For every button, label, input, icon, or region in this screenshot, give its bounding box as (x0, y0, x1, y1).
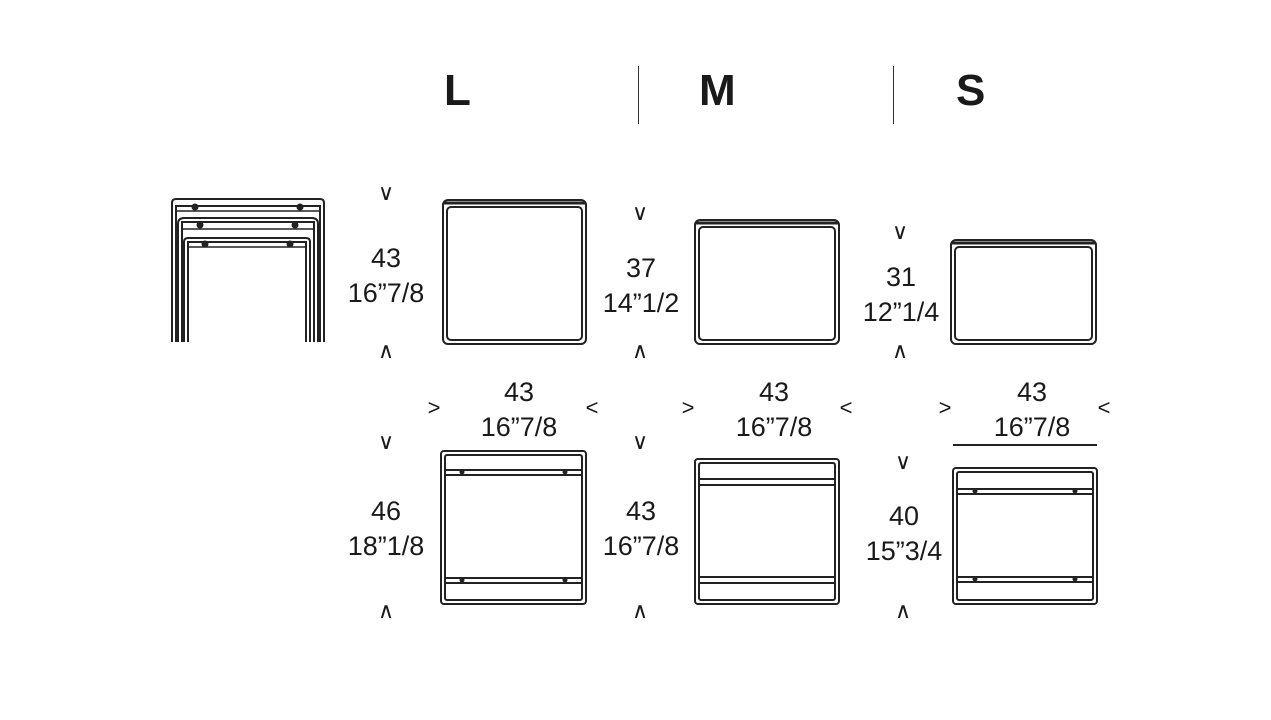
depth-l-in: 18”1/8 (347, 531, 425, 561)
table-l-top-drawing (440, 450, 587, 605)
size-label-l: L (444, 66, 471, 115)
height-s-cm: 31 (885, 262, 917, 292)
width-l-cm: 43 (503, 377, 535, 407)
width-dim-m: 43 16”7/8 (719, 375, 829, 445)
depth-m-in: 16”7/8 (602, 531, 680, 561)
height-s-in: 12”1/4 (862, 297, 940, 327)
arrow-down-icon: ∨ (377, 180, 395, 205)
height-l-in: 16”7/8 (347, 278, 425, 308)
arrow-down-icon: ∨ (894, 449, 912, 474)
height-m-in: 14”1/2 (602, 288, 680, 318)
size-label-s: S (956, 66, 986, 115)
table-s-front-drawing (950, 239, 1097, 345)
height-m-cm: 37 (625, 253, 657, 283)
arrow-up-icon: ∧ (631, 598, 649, 623)
width-s-cm: 43 (1016, 377, 1048, 407)
width-m-cm: 43 (758, 377, 790, 407)
depth-s-cm: 40 (888, 501, 920, 531)
depth-l-cm: 46 (370, 496, 402, 526)
width-dim-s: 43 16”7/8 (977, 375, 1087, 445)
nested-tables-side-drawing (171, 198, 325, 342)
width-dim-l: 43 16”7/8 (464, 375, 574, 445)
arrow-down-icon: ∨ (377, 429, 395, 454)
arrow-right-icon: > (427, 395, 441, 420)
table-s-top-drawing (952, 444, 1098, 605)
depth-s-in: 15”3/4 (865, 536, 943, 566)
arrow-up-icon: ∧ (377, 338, 395, 363)
size-label-m: M (699, 66, 736, 115)
arrow-left-icon: < (585, 395, 599, 420)
height-dim-s: 31 12”1/4 (846, 260, 956, 330)
arrow-up-icon: ∧ (891, 338, 909, 363)
arrow-right-icon: > (681, 395, 695, 420)
arrow-down-icon: ∨ (891, 219, 909, 244)
table-l-front-drawing (442, 199, 587, 345)
height-l-cm: 43 (370, 243, 402, 273)
arrow-down-icon: ∨ (631, 429, 649, 454)
width-m-in: 16”7/8 (735, 412, 813, 442)
height-dim-l: 43 16”7/8 (331, 241, 441, 311)
width-s-in: 16”7/8 (993, 412, 1071, 442)
arrow-right-icon: > (938, 395, 952, 420)
width-l-in: 16”7/8 (480, 412, 558, 442)
table-m-front-drawing (694, 219, 840, 345)
header-divider-1 (638, 66, 639, 124)
header-divider-2 (893, 66, 894, 124)
arrow-left-icon: < (1097, 395, 1111, 420)
table-m-top-drawing (694, 458, 840, 605)
depth-dim-m: 43 16”7/8 (586, 494, 696, 564)
arrow-up-icon: ∧ (377, 598, 395, 623)
arrow-down-icon: ∨ (631, 200, 649, 225)
arrow-up-icon: ∧ (631, 338, 649, 363)
depth-dim-l: 46 18”1/8 (331, 494, 441, 564)
arrow-up-icon: ∧ (894, 598, 912, 623)
depth-m-cm: 43 (625, 496, 657, 526)
arrow-left-icon: < (839, 395, 853, 420)
depth-dim-s: 40 15”3/4 (849, 499, 959, 569)
height-dim-m: 37 14”1/2 (586, 251, 696, 321)
